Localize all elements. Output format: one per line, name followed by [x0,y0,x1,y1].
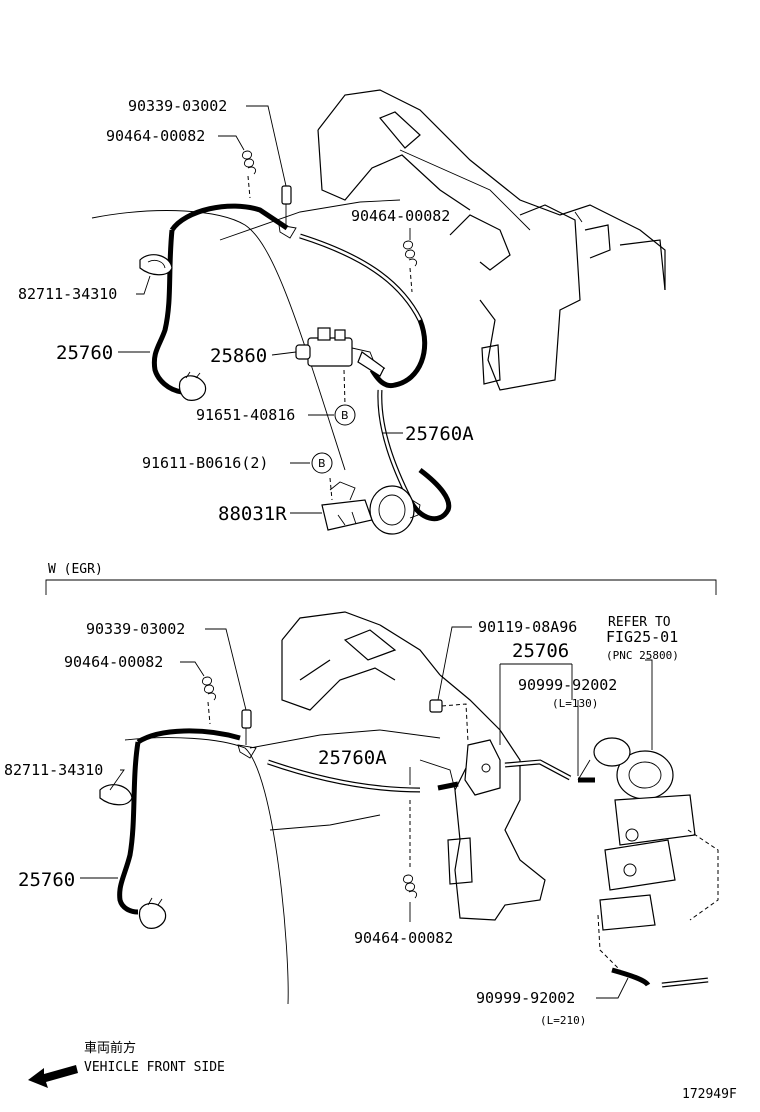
label-90464-00082-upper-b: 90464-00082 [351,207,450,225]
section-header-text: W (EGR) [48,562,103,577]
jp-caption: 車両前方 [84,1040,136,1056]
label-length-130: (L=130) [552,697,598,710]
lower-assembly: 90339-03002 90464-00082 82711-34310 2576… [4,611,719,1027]
label-length-210: (L=210) [540,1014,586,1027]
hose-25760-lower [117,728,241,915]
label-91611-b0616: 91611-B0616(2) [142,454,268,472]
callout-b-text-2: B [318,457,326,470]
clamp-82711-lower [99,784,133,806]
fitting-90339-upper [278,185,297,239]
hose-25760a-lower [267,759,595,793]
vsv-25860 [295,327,386,377]
front-arrow-icon [28,1065,78,1088]
refer-line-1: REFER TO [608,615,671,630]
label-82711-34310-lower: 82711-34310 [4,761,103,779]
modulator-88031r [321,481,421,535]
callout-b-upper-1: B [334,404,356,426]
figure-id: 172949F [682,1087,737,1102]
section-divider: W (EGR) [45,562,717,595]
upper-leader-lines [118,105,413,514]
label-25860: 25860 [210,345,267,367]
clip-90464-lower-a [201,676,217,701]
hose-cap-upper [178,371,207,401]
upper-assembly: B B 90339-03002 90464-00082 90464-00082 … [18,89,666,535]
label-90464-00082-lower-a: 90464-00082 [64,653,163,671]
label-90119-08a96: 90119-08A96 [478,618,577,636]
refer-line-2: FIG25-01 [606,628,678,646]
hose-cap-lower [138,897,167,929]
label-90339-03002-upper: 90339-03002 [128,97,227,115]
clip-90464-lower-b [402,874,418,899]
hose-25760a-upper [299,233,452,522]
label-90999-92002-b: 90999-92002 [476,989,575,1007]
label-90464-00082-lower-b: 90464-00082 [354,929,453,947]
fitting-90339-lower [237,709,257,759]
label-90339-03002-lower: 90339-03002 [86,620,185,638]
label-88031r: 88031R [218,503,287,525]
label-25706: 25706 [512,640,569,662]
label-25760-lower: 25760 [18,869,75,891]
hose-25760-upper [151,203,289,395]
label-90464-00082-upper-a: 90464-00082 [106,127,205,145]
egr-valve-assembly [577,737,719,971]
refer-line-3: (PNC 25800) [606,649,679,662]
lower-engine-outline [124,611,546,1005]
callout-b-text-1: B [341,409,349,422]
bracket-25706 [464,739,501,796]
upper-engine-outline [91,89,666,471]
hose-90999-lower [611,967,709,988]
lower-leader-lines [80,626,653,999]
label-82711-34310-upper: 82711-34310 [18,285,117,303]
footer: 車両前方 VEHICLE FRONT SIDE 172949F [28,1040,737,1102]
label-90999-92002-a: 90999-92002 [518,676,617,694]
clip-90464-upper-b [402,240,418,267]
label-25760a-upper: 25760A [405,423,474,445]
bolt-90119-08a96 [429,699,469,743]
label-25760-upper: 25760 [56,342,113,364]
label-25760a-lower: 25760A [318,747,387,769]
callout-b-upper-2: B [311,452,333,474]
front-caption: VEHICLE FRONT SIDE [84,1060,225,1075]
clip-90464-upper-a [241,150,257,175]
clamp-82711-upper [139,254,173,276]
label-91651-40816: 91651-40816 [196,406,295,424]
